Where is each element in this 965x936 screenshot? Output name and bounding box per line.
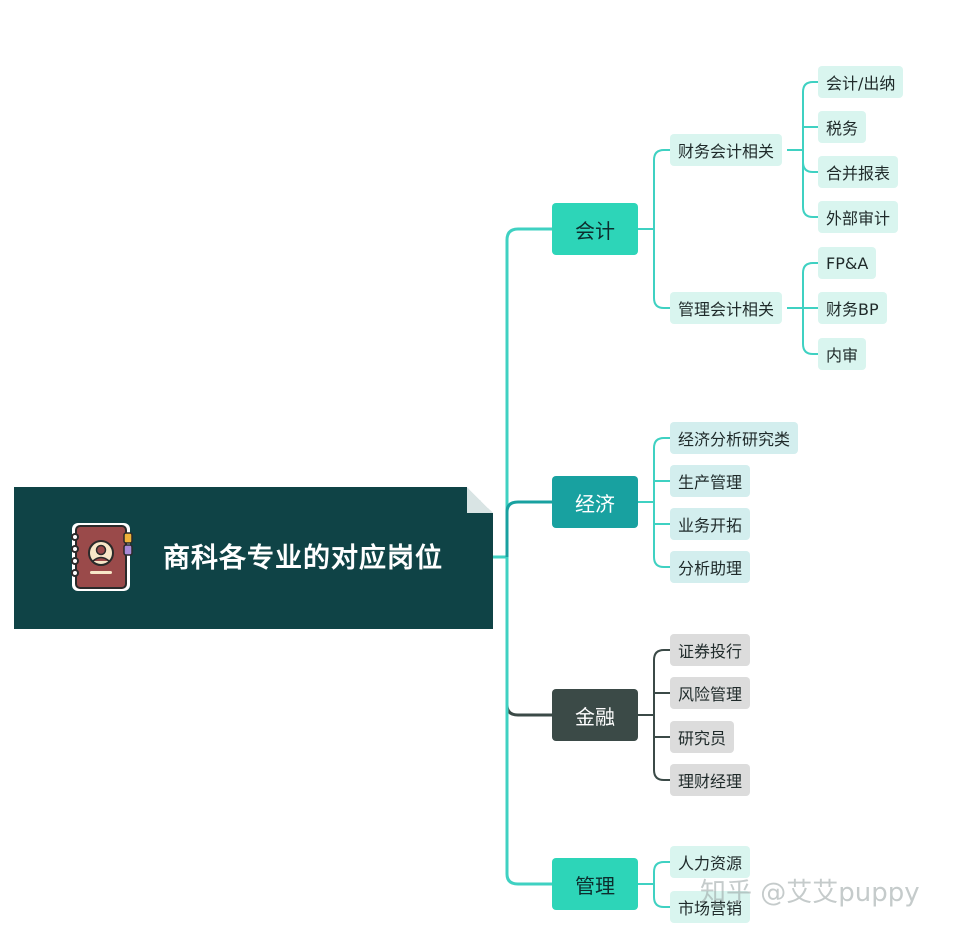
branch-finance[interactable]: 金融 — [552, 689, 638, 741]
leaf-econ-research[interactable]: 经济分析研究类 — [670, 422, 799, 454]
trunk-mgmt — [505, 557, 552, 886]
leaf-business-dev[interactable]: 业务开拓 — [670, 508, 751, 540]
trunk-econ — [505, 500, 552, 557]
leaf-external-audit[interactable]: 外部审计 — [818, 201, 899, 233]
leaf-marketing[interactable]: 市场营销 — [670, 891, 751, 923]
branch-economics[interactable]: 经济 — [552, 476, 638, 528]
leaf-risk-mgmt[interactable]: 风险管理 — [670, 677, 751, 709]
group-financial-accounting[interactable]: 财务会计相关 — [670, 134, 783, 166]
leaf-researcher[interactable]: 研究员 — [670, 721, 735, 753]
leaf-wealth-manager[interactable]: 理财经理 — [670, 764, 751, 796]
leaf-analyst-assistant[interactable]: 分析助理 — [670, 551, 751, 583]
watermark: 知乎 @艾艾puppy — [700, 878, 920, 908]
leaf-hr[interactable]: 人力资源 — [670, 846, 751, 878]
leaf-accountant-cashier[interactable]: 会计/出纳 — [818, 66, 904, 98]
leaf-consolidated-statements[interactable]: 合并报表 — [818, 156, 899, 188]
fin-line — [638, 649, 670, 781]
branch-accounting[interactable]: 会计 — [552, 203, 638, 255]
leaf-finance-bp[interactable]: 财务BP — [818, 292, 887, 324]
fin-acct-line — [787, 81, 818, 218]
acct-line — [638, 149, 670, 309]
trunk-up — [505, 227, 552, 557]
group-management-accounting[interactable]: 管理会计相关 — [670, 292, 783, 324]
leaf-tax[interactable]: 税务 — [818, 111, 867, 143]
econ-line — [638, 437, 670, 568]
mgmt-acct-line — [787, 262, 818, 355]
trunk-fin — [505, 557, 552, 717]
planner-book-icon — [71, 523, 133, 591]
mgmt-line — [638, 861, 670, 908]
leaf-production-mgmt[interactable]: 生产管理 — [670, 465, 751, 497]
leaf-investment-banking[interactable]: 证券投行 — [670, 634, 751, 666]
branch-management[interactable]: 管理 — [552, 858, 638, 910]
leaf-fpa[interactable]: FP&A — [818, 247, 877, 279]
root-title: 商科各专业的对应岗位 — [163, 543, 443, 574]
corner-fold — [467, 487, 493, 513]
leaf-internal-audit[interactable]: 内审 — [818, 338, 867, 370]
